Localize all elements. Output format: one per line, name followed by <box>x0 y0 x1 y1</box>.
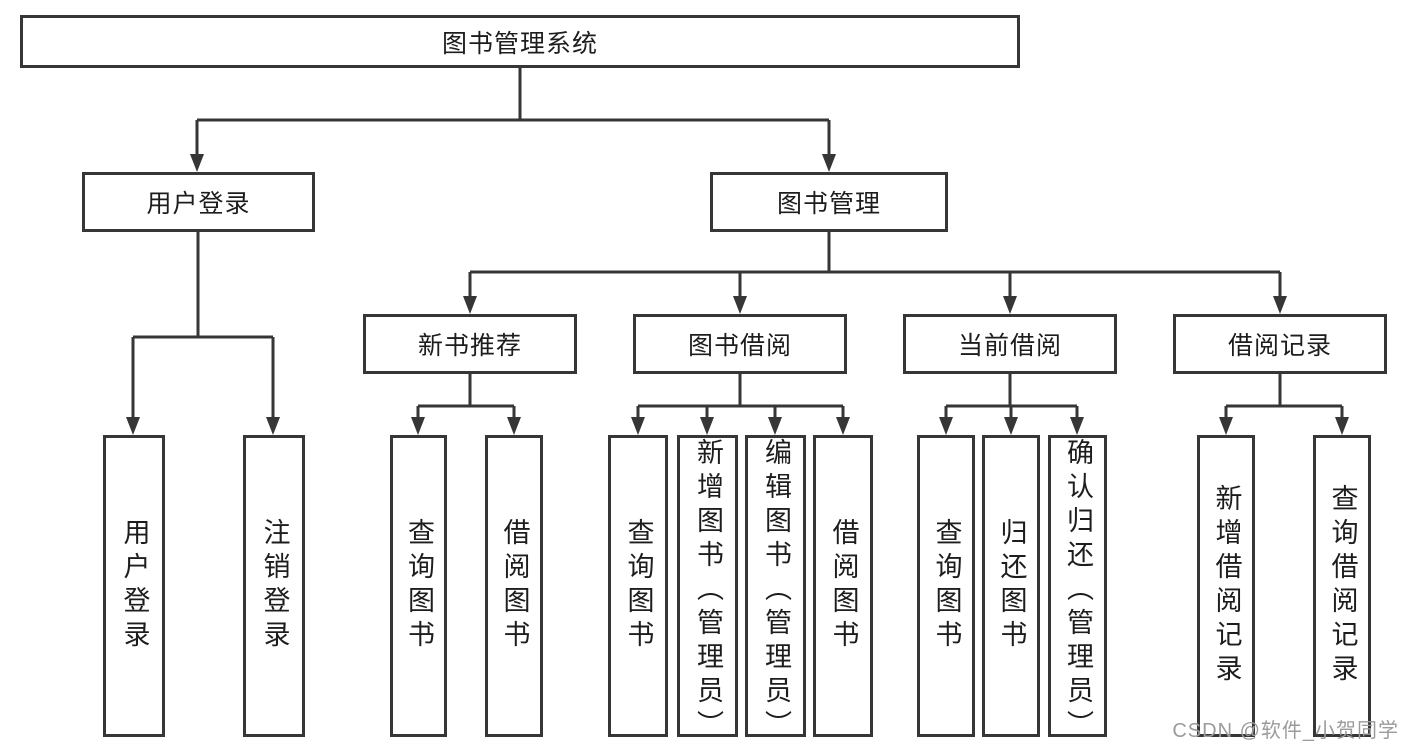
edge-lines <box>131 68 1344 420</box>
leaf-br-add-record-label: 新增借阅记录 <box>1211 484 1242 688</box>
leaf-bb-borrow-books: 借阅图书 <box>813 435 873 737</box>
node-user-login-label: 用户登录 <box>146 190 251 218</box>
node-root-label: 图书管理系统 <box>441 29 598 58</box>
node-book-borrow-label: 图书借阅 <box>687 332 792 360</box>
leaf-bb-edit-book-admin: 编辑图书（管理员） <box>745 435 806 744</box>
leaf-bb-add-book-admin: 新增图书（管理员） <box>677 435 738 744</box>
leaf-br-add-record: 新增借阅记录 <box>1197 435 1255 737</box>
leaf-bb-edit-book-admin-label: 编辑图书（管理员） <box>761 438 791 744</box>
leaf-br-query-record-label: 查询借阅记录 <box>1327 484 1358 688</box>
node-current-borrow-label: 当前借阅 <box>957 332 1062 360</box>
leaf-br-query-record: 查询借阅记录 <box>1313 435 1371 737</box>
leaf-nbr-borrow-books: 借阅图书 <box>485 435 543 737</box>
node-new-book-recommend: 新书推荐 <box>363 314 577 374</box>
node-root: 图书管理系统 <box>20 15 1020 68</box>
node-new-book-recommend-label: 新书推荐 <box>417 332 522 360</box>
node-borrow-records: 借阅记录 <box>1173 314 1387 374</box>
leaf-cb-return-books: 归还图书 <box>982 435 1040 737</box>
watermark: CSDN @软件_小贺同学 <box>1172 720 1399 742</box>
node-user-login: 用户登录 <box>82 172 315 232</box>
leaf-nbr-query-books-label: 查询图书 <box>404 518 434 654</box>
leaf-user-login: 用户登录 <box>103 435 165 737</box>
leaf-bb-query-books-label: 查询图书 <box>623 518 654 654</box>
leaf-nbr-query-books: 查询图书 <box>390 435 447 737</box>
leaf-bb-borrow-books-label: 借阅图书 <box>828 518 859 654</box>
leaf-bb-add-book-admin-label: 新增图书（管理员） <box>693 438 723 744</box>
leaf-cb-return-books-label: 归还图书 <box>996 518 1027 654</box>
leaf-logout: 注销登录 <box>243 435 305 737</box>
leaf-logout-label: 注销登录 <box>259 518 290 654</box>
leaf-bb-query-books: 查询图书 <box>608 435 668 737</box>
node-borrow-records-label: 借阅记录 <box>1227 332 1332 360</box>
leaf-cb-confirm-return-admin-label: 确认归还（管理员） <box>1063 438 1093 744</box>
leaf-cb-query-books: 查询图书 <box>917 435 975 737</box>
node-book-management-label: 图书管理 <box>776 190 881 218</box>
node-current-borrow: 当前借阅 <box>903 314 1117 374</box>
leaf-cb-confirm-return-admin: 确认归还（管理员） <box>1048 435 1107 744</box>
leaf-cb-query-books-label: 查询图书 <box>931 518 962 654</box>
leaf-user-login-label: 用户登录 <box>119 518 150 654</box>
node-book-management: 图书管理 <box>710 172 948 232</box>
node-book-borrow: 图书借阅 <box>633 314 847 374</box>
leaf-nbr-borrow-books-label: 借阅图书 <box>499 518 530 654</box>
